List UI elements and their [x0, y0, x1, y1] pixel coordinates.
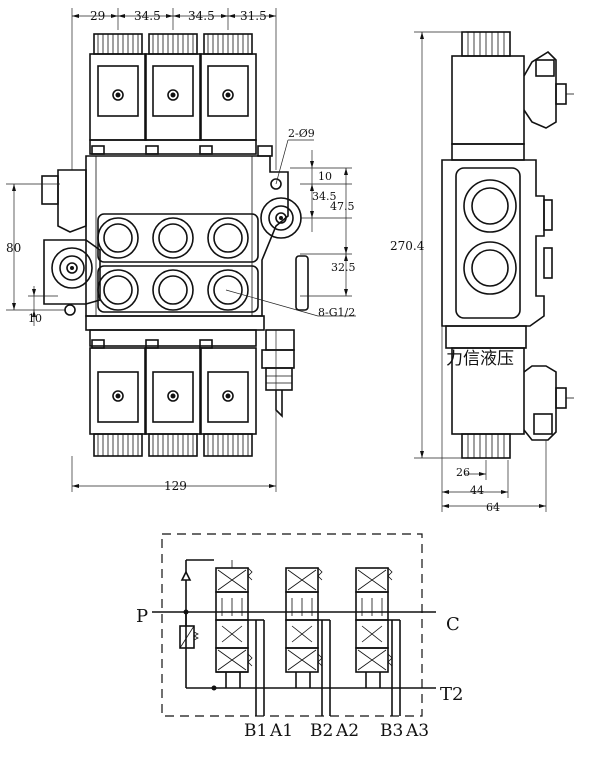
side-height-dimension: 270.4 [390, 31, 466, 459]
hole-callout-text: 2-Ø9 [288, 127, 315, 140]
lower-port-row [97, 269, 249, 311]
label-a1: A1 [269, 721, 293, 741]
top-dim-2: 34.5 [134, 9, 161, 23]
valve-body [41, 155, 289, 317]
label-b1: B1 [244, 721, 267, 741]
right-dim-10: 10 [318, 170, 332, 183]
thread-callout-text: 8-G1/2 [318, 306, 355, 319]
outlet-port [260, 197, 302, 239]
side-dim-64: 64 [486, 501, 500, 514]
side-dim-26: 26 [456, 466, 470, 479]
right-dim-32-5: 32.5 [331, 261, 356, 274]
side-dim-44: 44 [470, 484, 484, 497]
schematic-boundary [161, 533, 423, 717]
label-p: P [136, 606, 148, 627]
right-dimension-chain: 10 34.5 47.5 32.5 [290, 150, 356, 297]
hole-callout: 2-Ø9 [275, 127, 315, 185]
thread-callout: 8-G1/2 [225, 289, 356, 319]
left-dim-10: 10 [28, 312, 42, 325]
label-a2: A2 [335, 721, 359, 741]
side-lower-solenoid [451, 347, 574, 459]
upper-port-row [97, 217, 249, 259]
relief-valve-symbol [179, 612, 199, 649]
lower-solenoid-1 [89, 347, 147, 457]
right-dim-34-5: 34.5 [312, 190, 337, 203]
bottom-dimension: 129 [71, 330, 277, 493]
right-dim-47-5: 47.5 [330, 200, 355, 213]
front-view: 29 34.5 34.5 31.5 [6, 8, 356, 493]
side-upper-adapter [451, 143, 525, 161]
upper-solenoid-3 [199, 33, 257, 141]
side-upper-solenoid [451, 31, 574, 145]
top-dim-3: 34.5 [188, 9, 215, 23]
side-body [441, 159, 553, 327]
lower-solenoid-2 [144, 347, 202, 457]
directional-valve-2 [285, 567, 331, 716]
label-a3: A3 [405, 721, 429, 741]
side-dim-270-4: 270.4 [390, 239, 425, 253]
upper-solenoid-1 [89, 33, 147, 141]
top-dim-1: 29 [90, 9, 105, 23]
relief-valve [261, 255, 309, 418]
side-view: 力信液压 270.4 26 44 64 [390, 31, 574, 514]
label-c: C [446, 614, 460, 635]
upper-adapters [89, 139, 273, 157]
check-symbol [180, 570, 192, 581]
directional-valve-1 [215, 560, 265, 716]
label-b3: B3 [380, 721, 403, 741]
side-lower-adapter [445, 325, 527, 349]
label-t2: T2 [440, 684, 463, 705]
bottom-dim-129: 129 [164, 479, 187, 493]
top-dim-4: 31.5 [240, 9, 267, 23]
label-b2: B2 [310, 721, 333, 741]
lower-adapters [85, 315, 265, 349]
lower-solenoid-3 [199, 347, 257, 457]
side-width-dimensions: 26 44 64 [441, 326, 547, 514]
top-dimension-chain: 29 34.5 34.5 31.5 [71, 8, 277, 170]
left-dimension-chain: 80 10 [6, 183, 66, 326]
left-dim-80: 80 [6, 241, 21, 255]
inlet-port [51, 247, 93, 289]
watermark: 力信液压 [446, 349, 514, 369]
hydraulic-schematic: P C T2 B1 A1 B2 A2 B3 A3 [136, 533, 463, 741]
directional-valve-3 [355, 567, 401, 716]
upper-solenoid-2 [144, 33, 202, 141]
